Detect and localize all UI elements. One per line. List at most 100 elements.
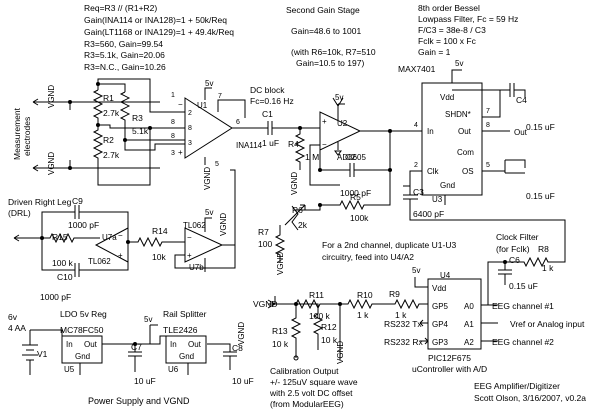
r7-value: 100 <box>258 239 272 249</box>
svg-text:GP4: GP4 <box>432 320 449 329</box>
svg-text:−: − <box>178 100 183 109</box>
r14-label: R14 <box>152 226 168 236</box>
svg-text:5: 5 <box>486 162 490 169</box>
svg-text:3: 3 <box>171 150 175 157</box>
vgnd-label: VGND <box>336 341 345 364</box>
svg-text:GP3: GP3 <box>432 338 449 347</box>
filter-note: Fclk = 100 x Fc <box>418 36 477 46</box>
junction-dot <box>388 168 392 172</box>
r6-label: R6 <box>292 205 303 215</box>
c1-capacitor <box>255 121 300 135</box>
c4-label: C4 <box>516 95 527 105</box>
u7b-tl062: − + TL062 U7b <box>183 221 224 272</box>
svg-text:2: 2 <box>414 162 418 169</box>
gain-network-wires <box>92 78 160 186</box>
r5-resistor <box>320 170 391 211</box>
vgnd-label: VGND <box>253 299 278 309</box>
u1-label: U1 <box>197 101 208 110</box>
gain-note-line: Req=R3 // (R1+R2) <box>84 3 157 13</box>
svg-text:Out: Out <box>458 127 472 136</box>
svg-text:−: − <box>187 233 192 242</box>
svg-text:8: 8 <box>486 122 490 129</box>
tle2426-label: TLE2426 <box>163 325 198 335</box>
clock-filter-wires <box>409 212 566 300</box>
u7a-label: U7a <box>102 233 117 242</box>
vgnd-label: VGND <box>237 322 246 345</box>
v1-label: V1 <box>37 349 48 359</box>
rail-splitter-label: Rail Splitter <box>163 309 207 319</box>
u1-ina114: − + 2 8 3 U1 INA114 1 8 8 3 <box>171 92 263 159</box>
ina114-label: INA114 <box>236 141 263 150</box>
mc78fc50-label: MC78FC50 <box>60 325 104 335</box>
u4-supply: 5v <box>412 266 420 275</box>
svg-text:Vdd: Vdd <box>440 93 454 102</box>
c2-value: 1000 pF <box>340 188 371 198</box>
junction-dot <box>338 302 342 306</box>
gain-note-line: R3=N.C., Gain=10.26 <box>84 62 166 72</box>
battery-voltage: 6v <box>8 312 18 322</box>
svg-text:Out: Out <box>188 340 202 349</box>
junction-dot <box>318 168 322 172</box>
c3-capacitor <box>403 185 418 212</box>
pic-label: PIC12F675 <box>428 353 471 363</box>
vgnd-label: VGND <box>290 172 299 195</box>
second-channel-note: circuitry, feed into U4/A2 <box>322 252 414 262</box>
title-block-author: Scott Olson, 3/16/2007, v0.2a <box>474 393 586 403</box>
svg-text:+: + <box>322 117 327 126</box>
r4-resistor <box>294 128 306 170</box>
power-title: Power Supply and VGND <box>88 396 190 406</box>
u3-supply: 5v <box>455 59 463 68</box>
junction-dot <box>96 82 100 86</box>
r15-label: R15 <box>52 232 68 242</box>
svg-text:7: 7 <box>218 93 222 100</box>
power-wires <box>79 324 237 375</box>
drl-wires <box>13 205 185 277</box>
r14-value: 10k <box>152 252 166 262</box>
r6-r7 <box>274 204 321 262</box>
vgnd-label: VGND <box>219 213 228 236</box>
gain-note-line: R3=560, Gain=99.54 <box>84 39 163 49</box>
calibration-note: with 2.5 volt DC offset <box>269 388 353 398</box>
u7a-tl062: − + U7a TL062 <box>88 227 129 266</box>
junction-dot <box>96 123 100 127</box>
filter-note: Gain = 1 <box>418 47 451 57</box>
svg-text:5: 5 <box>215 161 219 168</box>
eeg-channel-1: EEG channel #1 <box>492 301 554 311</box>
gain-notes: Req=R3 // (R1+R2) Gain(INA114 or INA128)… <box>84 3 234 72</box>
svg-text:Com: Com <box>457 148 474 157</box>
junction-dot <box>148 126 152 130</box>
c9-value: 1000 pF <box>68 220 99 230</box>
svg-text:3: 3 <box>188 140 192 147</box>
r8-value: 1 k <box>542 263 554 273</box>
calibration-output-terminal[interactable] <box>293 355 299 361</box>
r13-value: 10 k <box>272 339 289 349</box>
c8-label: C8 <box>232 343 243 353</box>
vref-label: Vref or Analog input <box>510 319 585 329</box>
junction-dot <box>294 302 298 306</box>
c1-value: 1 uF <box>262 138 279 148</box>
c7-value: 10 uF <box>134 376 156 386</box>
r2-value: 2.7k <box>103 150 120 160</box>
u4-wires <box>414 277 498 342</box>
ground-symbol <box>334 150 342 156</box>
junction-dot <box>40 236 44 240</box>
rs232-rx-label: RS232 Rx <box>384 337 423 347</box>
c9-label: C9 <box>72 196 83 206</box>
gain-note-line: Gain(LT1168 or INA129)=1 + 49.4k/Req <box>84 27 234 37</box>
r6-value: 2k <box>298 220 308 230</box>
pic-sub-label: uController with A/D <box>412 364 487 374</box>
r7-label: R7 <box>258 227 269 237</box>
supply-arrow <box>332 97 344 107</box>
c6-value: 0.15 uF <box>509 281 538 291</box>
svg-text:Out: Out <box>84 340 98 349</box>
junction-dot <box>123 138 127 142</box>
u2-wires <box>300 103 400 186</box>
r10-label: R10 <box>357 290 373 300</box>
svg-text:Gnd: Gnd <box>179 352 194 361</box>
max7401-label: MAX7401 <box>398 64 436 74</box>
svg-text:Clk: Clk <box>427 167 440 176</box>
drl-note: (DRL) <box>8 208 31 218</box>
c3-label: C3 <box>413 187 424 197</box>
u7-wires <box>174 169 236 272</box>
c4-value: 0.15 uF <box>526 122 555 132</box>
